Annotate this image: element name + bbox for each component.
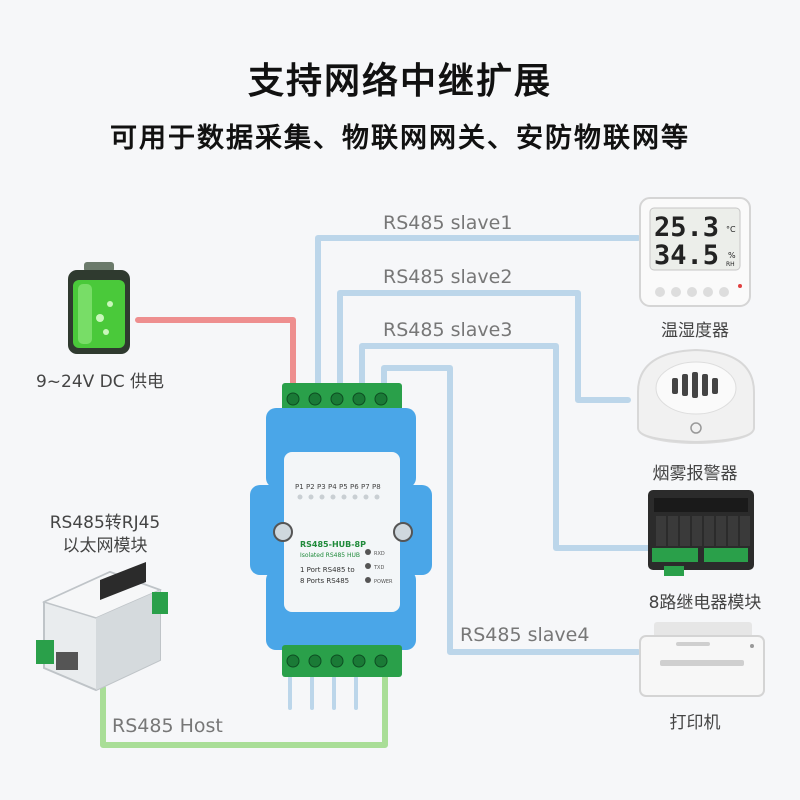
- caption-ethernet-1: RS485转RJ45: [49, 513, 161, 533]
- printer-icon: [639, 622, 765, 697]
- label-slave2: RS485 slave2: [383, 266, 513, 288]
- hub-desc-1: 1 Port RS485 to: [300, 566, 355, 574]
- thermo-hygrometer: 25.3 °C 34.5 % RH: [639, 197, 751, 307]
- relay-module: [648, 490, 754, 576]
- link-host: [100, 670, 388, 748]
- link-slave1: [315, 235, 641, 391]
- battery-icon: [68, 262, 130, 354]
- terminal-block-top: [286, 392, 388, 406]
- port-label-p1: P1: [295, 483, 304, 491]
- temp-unit: °C: [726, 225, 736, 234]
- rs485-hub-device: RS485-HUB-8P Isolated RS485 HUB 1 Port R…: [250, 383, 432, 677]
- label-slave1: RS485 slave1: [383, 212, 513, 234]
- hum-unit-rh: RH: [726, 261, 735, 268]
- led-rxd: RXD: [374, 551, 385, 557]
- caption-smoke: 烟雾报警器: [652, 464, 738, 484]
- label-slave4: RS485 slave4: [460, 624, 590, 646]
- terminal-screw: [374, 392, 388, 406]
- terminal-screw: [352, 392, 366, 406]
- port-label-p7: P7: [361, 483, 370, 491]
- link-slave3: [359, 343, 651, 551]
- terminal-screw: [352, 654, 366, 668]
- caption-ethernet-2: 以太网模块: [62, 536, 148, 556]
- label-host: RS485 Host: [112, 715, 223, 737]
- port-led-p8: [374, 494, 380, 500]
- page-title: 支持网络中继扩展: [247, 61, 552, 102]
- port-label-p6: P6: [350, 483, 359, 491]
- terminal-screw: [286, 392, 300, 406]
- terminal-screw: [374, 654, 388, 668]
- link-power: [135, 317, 296, 391]
- port-label-p5: P5: [339, 483, 348, 491]
- led-txd: TXD: [373, 565, 384, 571]
- port-led-p3: [319, 494, 325, 500]
- terminal-screw: [330, 392, 344, 406]
- smoke-alarm: [637, 348, 755, 444]
- terminal-screw: [286, 654, 300, 668]
- port-led-p7: [363, 494, 369, 500]
- page-subtitle: 可用于数据采集、物联网网关、安防物联网等: [110, 123, 690, 154]
- port-led-p6: [352, 494, 358, 500]
- temp-reading: 25.3: [654, 212, 719, 243]
- caption-power: 9~24V DC 供电: [35, 372, 165, 392]
- hub-subtitle: Isolated RS485 HUB: [300, 552, 360, 559]
- hum-unit: %: [728, 251, 736, 260]
- terminal-block-bottom: [286, 654, 388, 668]
- port-label-p8: P8: [372, 483, 381, 491]
- port-label-p3: P3: [317, 483, 326, 491]
- terminal-screw: [308, 392, 322, 406]
- port-led-p2: [308, 494, 314, 500]
- caption-relay: 8路继电器模块: [648, 593, 762, 613]
- hub-model: RS485-HUB-8P: [300, 540, 366, 549]
- caption-thermo: 温湿度器: [661, 321, 729, 341]
- port-label-p4: P4: [328, 483, 337, 491]
- hub-desc-2: 8 Ports RS485: [300, 577, 349, 585]
- link-slave4: [381, 365, 641, 655]
- port-led-p1: [297, 494, 303, 500]
- terminal-screw: [308, 654, 322, 668]
- led-power: POWER: [374, 579, 393, 585]
- humidity-reading: 34.5: [654, 240, 719, 271]
- label-slave3: RS485 slave3: [383, 319, 513, 341]
- port-led-p5: [341, 494, 347, 500]
- terminal-screw: [330, 654, 344, 668]
- port-led-dots: [297, 494, 380, 500]
- caption-printer: 打印机: [669, 713, 721, 733]
- port-label-p2: P2: [306, 483, 315, 491]
- link-slave2: [337, 290, 631, 403]
- rs485-ethernet-module: [36, 562, 168, 692]
- port-led-p4: [330, 494, 336, 500]
